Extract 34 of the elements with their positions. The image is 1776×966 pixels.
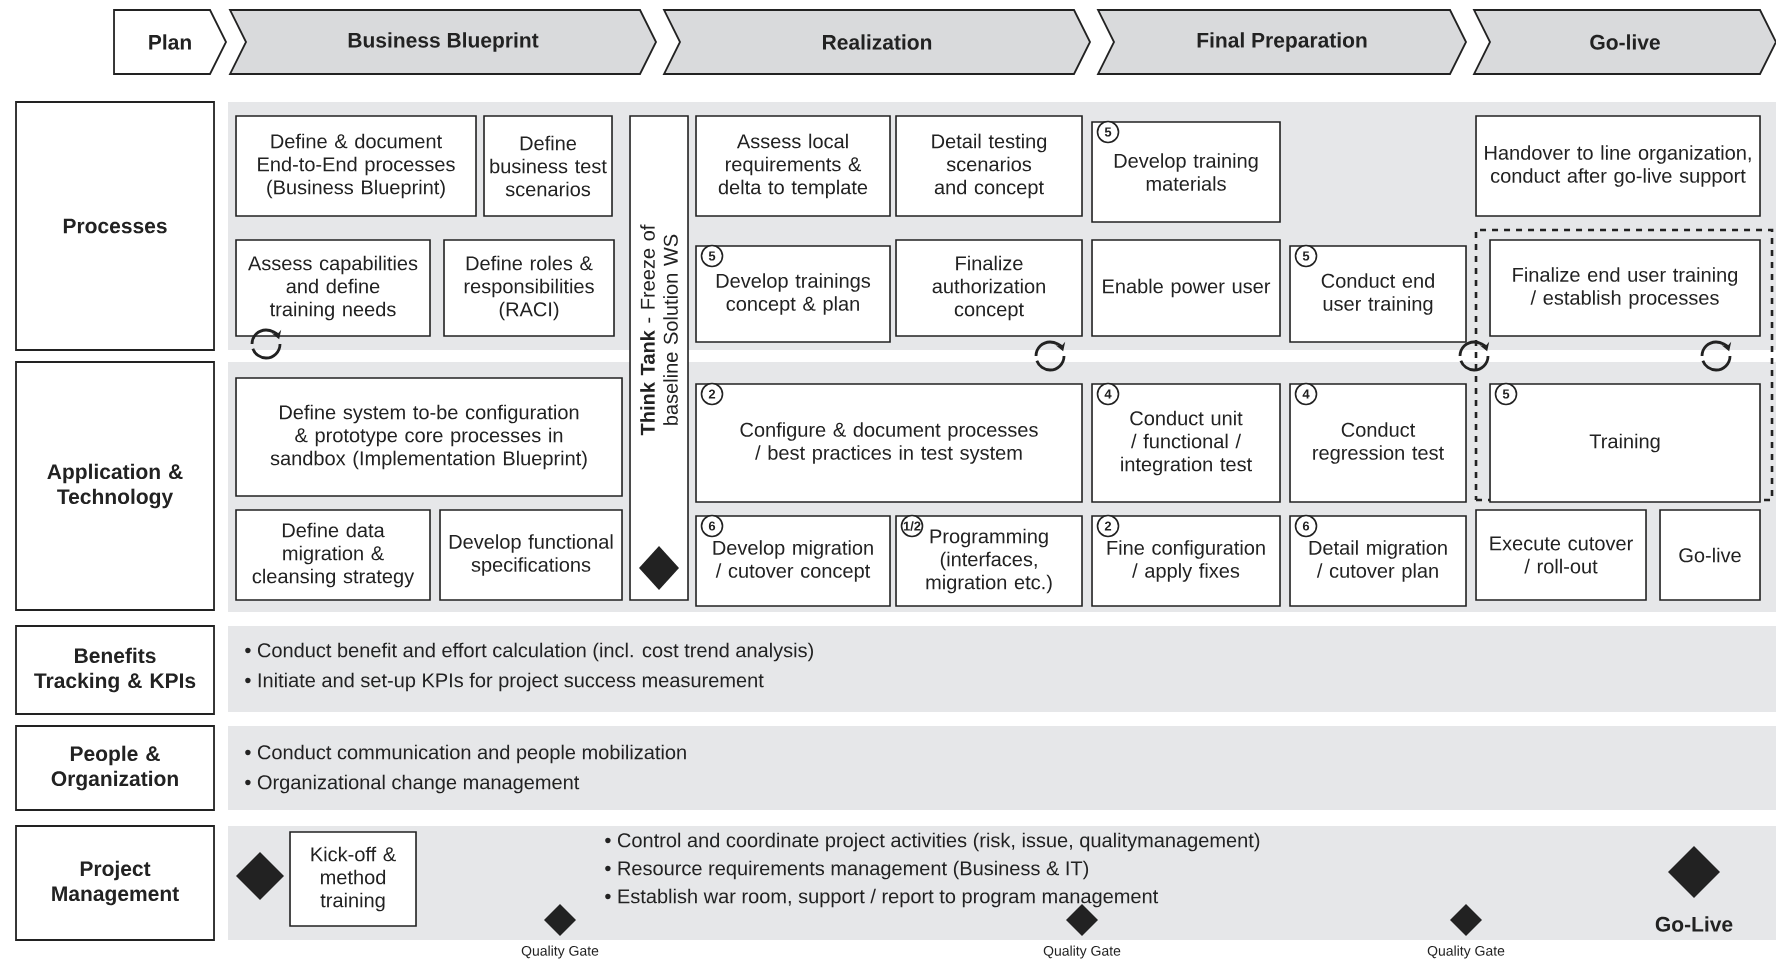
task-box: Assess capabilities and define training needs (235, 239, 431, 337)
task-box: Go-live (1659, 509, 1761, 601)
task-box: Finalize end user training / establish processes (1489, 239, 1761, 337)
task-box: Define roles & responsibilities (RACI) (443, 239, 615, 337)
milestone-label: Go-Live (1655, 916, 1733, 932)
phase-header: Business Blueprint (228, 9, 657, 75)
row-header: Benefits Tracking & KPIs (15, 625, 215, 715)
bullet-text: • Establish war room, support / report to program management (605, 888, 1159, 908)
bullet-text: • Conduct communication and people mobilization (245, 744, 686, 764)
row-header: People & Organization (15, 725, 215, 811)
bullet-text: • Resource requirements management (Business & IT) (605, 860, 1089, 880)
phase-header: Final Preparation (1096, 9, 1467, 75)
row-header: Project Management (15, 825, 215, 941)
row-header: Processes (15, 101, 215, 351)
bullet-text: • Conduct benefit and effort calculation (incl. cost trend analysis) (245, 642, 813, 662)
task-box: Finalize authorization concept (895, 239, 1083, 337)
task-box: Define business test scenarios (483, 115, 613, 217)
row-header: Application & Technology (15, 361, 215, 611)
task-box: Enable power user (1091, 239, 1281, 337)
task-box: Handover to line organization, conduct after go-live support (1475, 115, 1761, 217)
bullet-text: • Organizational change management (245, 774, 580, 794)
phase-header: Go-live (1472, 9, 1776, 75)
task-box: Develop functional specifications (439, 509, 623, 601)
task-box: Define & document End-to-End processes (Business Blueprint) (235, 115, 477, 217)
phase-header: Realization (662, 9, 1092, 75)
bullet-text: • Control and coordinate project activities (risk, issue, qualitymanagement) (605, 832, 1260, 852)
phase-header: Plan (113, 9, 227, 75)
task-box: Assess local requirements & delta to template (695, 115, 891, 217)
task-box: Define system to-be configuration & prototype core processes in sandbox (Implementation Blueprint) (235, 377, 623, 497)
task-box: Detail testing scenarios and concept (895, 115, 1083, 217)
task-box: Execute cutover / roll-out (1475, 509, 1647, 601)
task-box: Define data migration & cleansing strategy (235, 509, 431, 601)
task-box: Kick-off & method training (289, 831, 417, 927)
bullet-text: • Initiate and set-up KPIs for project success measurement (245, 672, 764, 692)
